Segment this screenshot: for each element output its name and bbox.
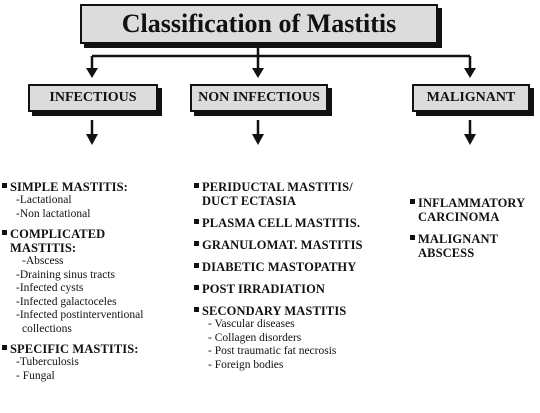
plasma-cell-heading: PLASMA CELL MASTITIS. — [194, 216, 404, 230]
list-item: -Infected postinterventional — [16, 309, 144, 321]
list-item: -Draining sinus tracts — [16, 268, 116, 281]
list-item: -Abscess — [22, 255, 64, 267]
bullet-square-icon — [194, 307, 199, 312]
list-item: - Collagen disorders — [208, 331, 302, 344]
bullet-square-icon — [2, 345, 7, 350]
arrow-noninfectious-top — [252, 68, 264, 78]
granulomat-heading: GRANULOMAT. MASTITIS — [194, 238, 404, 252]
category-malignant: MALIGNANT — [412, 84, 530, 112]
arrow-infectious-top — [86, 68, 98, 78]
list-item: -Infected cysts — [16, 282, 84, 294]
arrow-malignant-top — [464, 68, 476, 78]
list-item: - Fungal — [16, 369, 55, 382]
bullet-square-icon — [194, 241, 199, 246]
arrow-noninfectious-bottom — [252, 134, 264, 145]
title-box: Classification of Mastitis — [80, 4, 438, 44]
category-infectious-label: INFECTIOUS — [49, 90, 137, 105]
category-noninfectious: NON INFECTIOUS — [190, 84, 328, 112]
bullet-square-icon — [194, 285, 199, 290]
bullet-square-icon — [194, 263, 199, 268]
bullet-square-icon — [2, 183, 7, 188]
bullet-square-icon — [194, 183, 199, 188]
list-item: -Lactational — [16, 194, 72, 206]
periductal-heading: PERIDUCTAL MASTITIS/DUCT ECTASIA — [194, 180, 404, 208]
list-item: -Tuberculosis — [16, 356, 79, 368]
bullet-square-icon — [2, 230, 7, 235]
category-noninfectious-label: NON INFECTIOUS — [198, 90, 320, 105]
list-item: -Non lactational — [16, 207, 91, 220]
diagram-title: Classification of Mastitis — [121, 9, 397, 38]
list-item: - Vascular diseases — [208, 318, 295, 330]
arrow-infectious-bottom — [86, 134, 98, 145]
list-item: -Infected galactoceles — [16, 295, 117, 308]
secondary-heading: SECONDARY MASTITIS — [194, 304, 404, 318]
list-item: - Foreign bodies — [208, 358, 284, 371]
bullet-square-icon — [194, 219, 199, 224]
list-item: - Post traumatic fat necrosis — [208, 345, 337, 357]
post-irradiation-heading: POST IRRADIATION — [194, 282, 404, 296]
bullet-square-icon — [410, 235, 415, 240]
category-infectious: INFECTIOUS — [28, 84, 158, 112]
arrow-malignant-bottom — [464, 134, 476, 145]
specific-mastitis-heading: SPECIFIC MASTITIS: — [2, 342, 182, 356]
diabetic-heading: DIABETIC MASTOPATHY — [194, 260, 404, 274]
bullet-square-icon — [410, 199, 415, 204]
list-item: collections — [22, 322, 72, 335]
category-malignant-label: MALIGNANT — [426, 90, 516, 105]
noninfectious-column: PERIDUCTAL MASTITIS/DUCT ECTASIA PLASMA … — [194, 180, 404, 372]
simple-mastitis-heading: SIMPLE MASTITIS: — [2, 180, 182, 194]
infectious-column: SIMPLE MASTITIS: -Lactational -Non lacta… — [2, 180, 182, 383]
